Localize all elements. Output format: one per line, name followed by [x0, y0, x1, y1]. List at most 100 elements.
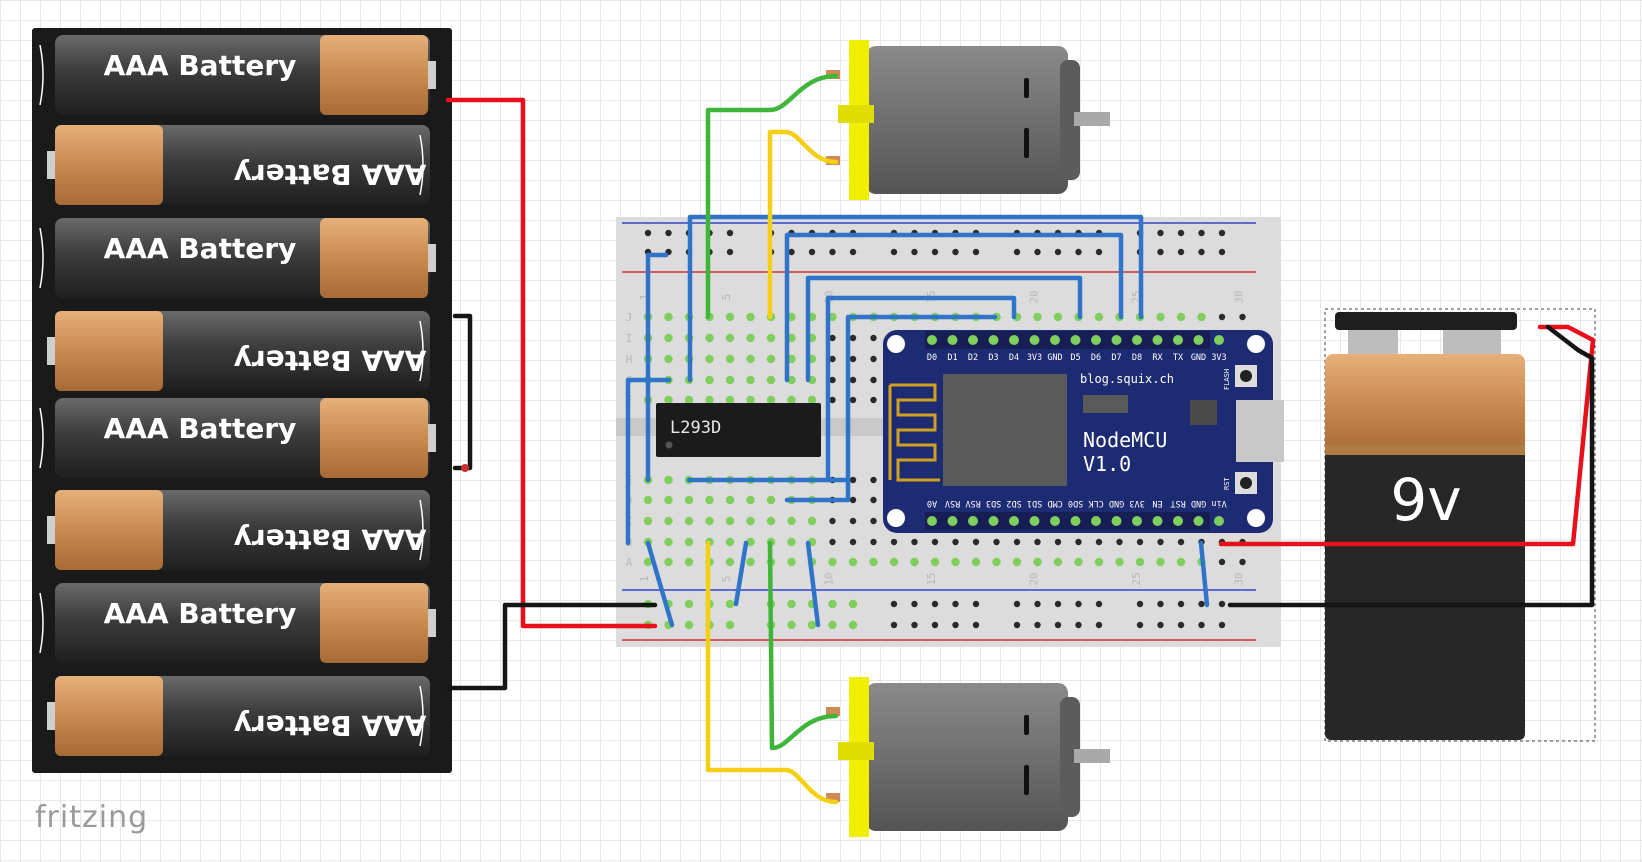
breadboard-hole[interactable] [931, 621, 939, 629]
pin-bottom-6[interactable] [1050, 516, 1060, 526]
pin-bottom-0[interactable] [927, 516, 937, 526]
breadboard-hole[interactable] [848, 620, 858, 630]
breadboard-hole[interactable] [829, 248, 836, 256]
breadboard-hole[interactable] [1156, 557, 1165, 567]
breadboard-hole[interactable] [849, 396, 857, 404]
breadboard-hole[interactable] [1157, 538, 1164, 546]
breadboard-hole[interactable] [869, 557, 878, 567]
breadboard-hole[interactable] [705, 395, 714, 405]
breadboard-hole[interactable] [664, 312, 673, 322]
wire-red-pack-to-rail[interactable] [445, 97, 658, 629]
breadboard-hole[interactable] [643, 516, 653, 526]
breadboard-hole[interactable] [705, 495, 714, 505]
wire-yellow-motor-bottom[interactable] [705, 540, 839, 805]
wire-blue-9[interactable] [733, 540, 749, 607]
pin-bottom-10[interactable] [1132, 516, 1142, 526]
battery-9v[interactable]: 9v [1324, 308, 1596, 742]
pin-top-5[interactable] [1029, 335, 1040, 345]
breadboard-hole[interactable] [1136, 538, 1144, 546]
breadboard-hole[interactable] [1198, 229, 1205, 237]
breadboard-hole[interactable] [1033, 557, 1042, 567]
breadboard-hole[interactable] [829, 376, 836, 384]
wire-red-9v-to-vin[interactable] [1218, 324, 1596, 547]
breadboard-hole[interactable] [664, 537, 673, 547]
breadboard-hole[interactable] [787, 375, 796, 385]
breadboard-hole[interactable] [870, 334, 877, 342]
breadboard-hole[interactable] [829, 396, 836, 404]
breadboard-hole[interactable] [746, 333, 755, 343]
breadboard-hole[interactable] [684, 516, 694, 526]
wire-blue-8[interactable] [645, 540, 675, 628]
breadboard-hole[interactable] [746, 395, 755, 405]
aaa-cell-5[interactable]: AAA Battery [39, 398, 436, 478]
breadboard-hole[interactable] [766, 495, 776, 505]
pin-top-6[interactable] [1050, 335, 1060, 345]
pin-bottom-1[interactable] [947, 516, 958, 526]
breadboard-hole[interactable] [849, 248, 857, 256]
breadboard-hole[interactable] [829, 538, 836, 546]
breadboard-hole[interactable] [849, 376, 857, 384]
breadboard-hole[interactable] [1198, 600, 1205, 608]
breadboard-hole[interactable] [849, 496, 857, 504]
breadboard-hole[interactable] [1074, 557, 1083, 567]
breadboard-hole[interactable] [725, 333, 735, 343]
breadboard-hole[interactable] [644, 229, 652, 237]
breadboard-hole[interactable] [787, 354, 796, 364]
pin-bottom-14[interactable] [1214, 516, 1224, 526]
breadboard-hole[interactable] [1176, 312, 1186, 322]
breadboard-hole[interactable] [1218, 229, 1226, 237]
breadboard-hole[interactable] [849, 538, 857, 546]
breadboard-hole[interactable] [665, 229, 672, 237]
breadboard-hole[interactable] [1115, 557, 1124, 567]
breadboard-hole[interactable] [1013, 600, 1021, 608]
pin-bottom-7[interactable] [1070, 516, 1081, 526]
wire-blue-12[interactable] [1198, 540, 1210, 608]
breadboard-hole[interactable] [828, 557, 837, 567]
breadboard-hole[interactable] [746, 495, 755, 505]
pin-top-8[interactable] [1091, 335, 1101, 345]
breadboard-hole[interactable] [1116, 538, 1123, 546]
breadboard-hole[interactable] [746, 557, 755, 567]
breadboard-hole[interactable] [1218, 600, 1226, 608]
breadboard-hole[interactable] [992, 557, 1001, 567]
wire-blue-2[interactable] [784, 232, 1124, 383]
wire-green-motor-bottom[interactable] [767, 540, 839, 751]
breadboard-hole[interactable] [705, 354, 714, 364]
breadboard-hole[interactable] [1094, 557, 1104, 567]
breadboard-hole[interactable] [1218, 558, 1226, 566]
breadboard-hole[interactable] [1177, 621, 1185, 629]
breadboard-hole[interactable] [664, 475, 673, 485]
aaa-cell-3[interactable]: AAA Battery [39, 218, 436, 298]
pin-bottom-5[interactable] [1029, 516, 1040, 526]
breadboard-hole[interactable] [664, 354, 673, 364]
breadboard-hole[interactable] [766, 354, 776, 364]
breadboard-hole[interactable] [931, 600, 939, 608]
breadboard-hole[interactable] [664, 516, 673, 526]
breadboard-hole[interactable] [1034, 600, 1041, 608]
breadboard-hole[interactable] [1075, 538, 1082, 546]
breadboard-hole[interactable] [952, 621, 959, 629]
breadboard-hole[interactable] [684, 599, 694, 609]
aaa-cell-7[interactable]: AAA Battery [39, 583, 436, 663]
breadboard-hole[interactable] [1013, 538, 1021, 546]
pin-bottom-2[interactable] [968, 516, 978, 526]
wire-blue-10[interactable] [805, 540, 821, 628]
breadboard-hole[interactable] [1218, 248, 1226, 256]
wire-blue-5[interactable] [784, 314, 998, 503]
breadboard-hole[interactable] [787, 557, 796, 567]
breadboard-hole[interactable] [829, 517, 836, 525]
breadboard-hole[interactable] [1054, 538, 1062, 546]
breadboard-hole[interactable] [1177, 229, 1185, 237]
breadboard-hole[interactable] [870, 517, 877, 525]
pin-top-12[interactable] [1173, 335, 1183, 345]
breadboard-hole[interactable] [746, 537, 755, 547]
breadboard-hole[interactable] [911, 621, 918, 629]
breadboard-hole[interactable] [1075, 600, 1082, 608]
breadboard-hole[interactable] [643, 557, 653, 567]
breadboard-hole[interactable] [1177, 248, 1185, 256]
breadboard-hole[interactable] [1095, 600, 1103, 608]
breadboard-hole[interactable] [1198, 248, 1205, 256]
breadboard-hole[interactable] [972, 600, 980, 608]
aaa-cell-1[interactable]: AAA Battery [39, 35, 436, 115]
breadboard-hole[interactable] [807, 516, 817, 526]
